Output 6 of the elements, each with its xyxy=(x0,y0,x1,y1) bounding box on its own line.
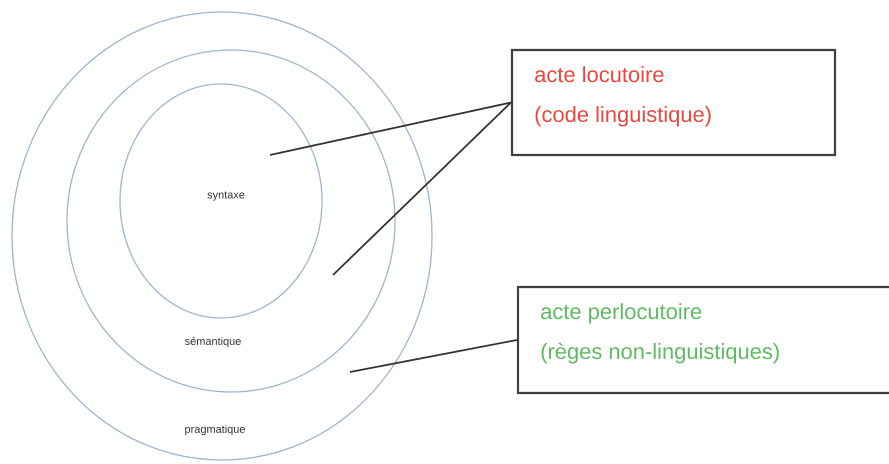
text-box: acte locutoire (code linguistique) xyxy=(510,48,836,156)
leader-line xyxy=(350,339,518,373)
leader-line xyxy=(332,102,512,276)
ring: syntaxe xyxy=(119,83,323,319)
leader-line xyxy=(270,102,512,156)
text-box: acte perlocutoire (règes non-linguistiques) xyxy=(516,286,889,394)
